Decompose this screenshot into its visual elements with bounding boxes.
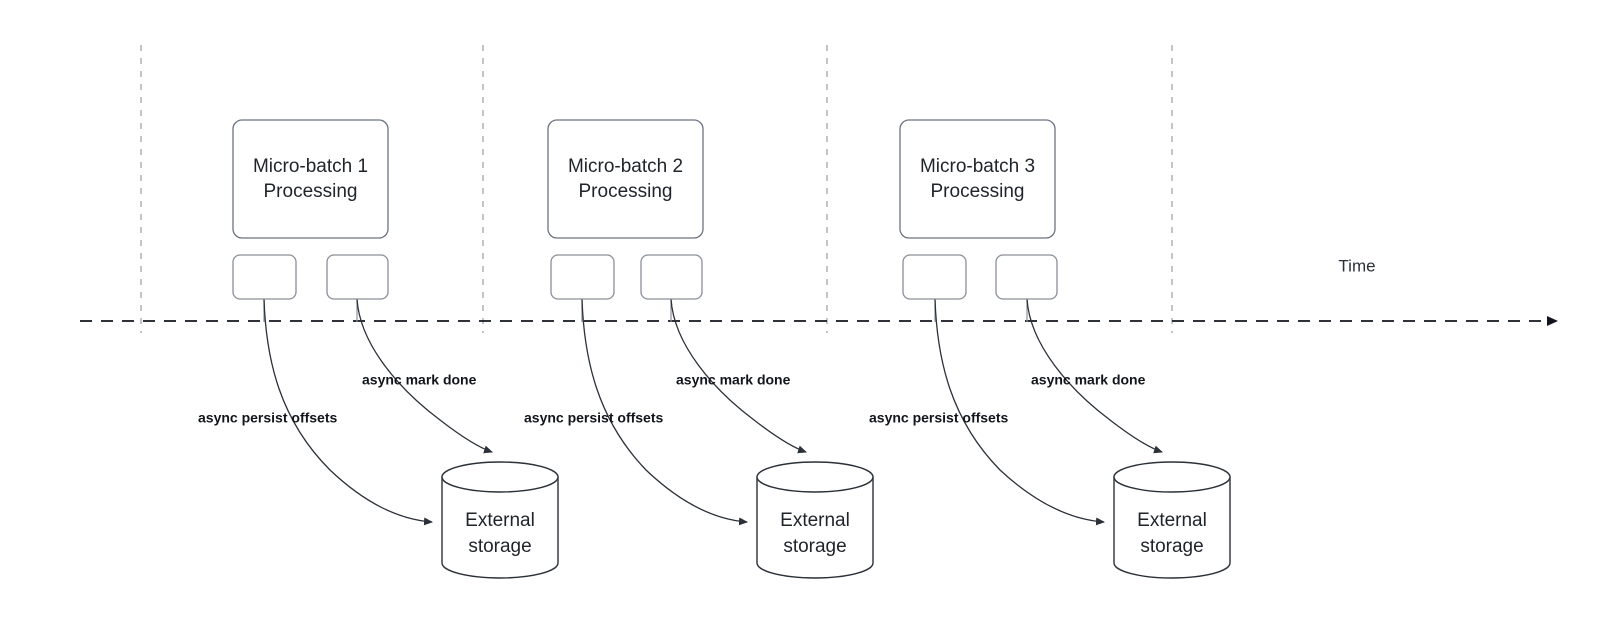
edge-persist-offsets-3: [934, 298, 1105, 526]
edge-label-persist-offsets-1: async persist offsets: [198, 410, 337, 426]
time-axis-label: Time: [1338, 256, 1375, 275]
edge-mark-done-1: [356, 298, 493, 454]
process-box-2-label-line1: Micro-batch 2: [568, 156, 683, 177]
storage-cylinder-body-3: [1113, 476, 1231, 579]
small-box-3b[interactable]: [995, 254, 1058, 300]
external-storage-1-label-line1: External: [465, 510, 535, 531]
process-box-1[interactable]: [232, 119, 389, 239]
boundary-lines: [140, 45, 1173, 333]
external-storage-2-label-line2: storage: [783, 536, 846, 557]
micro-batch-group-2: Micro-batch 2 Processing External storag…: [524, 119, 874, 579]
storage-cylinder-body-1: [441, 476, 559, 579]
external-storage-3[interactable]: External storage: [1113, 461, 1231, 579]
small-box-2b[interactable]: [640, 254, 703, 300]
external-storage-2-label-line1: External: [780, 510, 850, 531]
micro-batch-group-1: Micro-batch 1 Processing External storag…: [198, 119, 559, 579]
external-storage-3-label-line2: storage: [1140, 536, 1203, 557]
edge-label-persist-offsets-2: async persist offsets: [524, 410, 663, 426]
process-box-2[interactable]: [547, 119, 704, 239]
storage-cylinder-top-1: [441, 461, 559, 493]
storage-cylinder-body-2: [756, 476, 874, 579]
edge-persist-offsets-1: [263, 298, 433, 526]
edge-persist-offsets-2: [581, 298, 748, 526]
storage-cylinder-top-2: [756, 461, 874, 493]
edge-label-persist-offsets-3: async persist offsets: [869, 410, 1008, 426]
storage-cylinder-top-3: [1113, 461, 1231, 493]
small-box-2a[interactable]: [550, 254, 615, 300]
process-box-3[interactable]: [899, 119, 1056, 239]
edge-label-mark-done-2: async mark done: [676, 372, 791, 388]
small-box-3a[interactable]: [902, 254, 967, 300]
edge-label-mark-done-1: async mark done: [362, 372, 477, 388]
process-box-1-label-line1: Micro-batch 1: [253, 156, 368, 177]
process-box-2-label-line2: Processing: [579, 181, 673, 202]
external-storage-2[interactable]: External storage: [756, 461, 874, 579]
edge-mark-done-2: [670, 298, 807, 454]
time-axis: Time: [80, 256, 1558, 326]
small-box-1a[interactable]: [232, 254, 297, 300]
external-storage-1-label-line2: storage: [468, 536, 531, 557]
micro-batch-group-3: Micro-batch 3 Processing External storag…: [869, 119, 1231, 579]
process-box-3-label-line1: Micro-batch 3: [920, 156, 1035, 177]
process-box-1-label-line2: Processing: [264, 181, 358, 202]
edge-mark-done-3: [1026, 298, 1163, 454]
small-box-1b[interactable]: [326, 254, 389, 300]
external-storage-1[interactable]: External storage: [441, 461, 559, 579]
edge-label-mark-done-3: async mark done: [1031, 372, 1146, 388]
external-storage-3-label-line1: External: [1137, 510, 1207, 531]
process-box-3-label-line2: Processing: [931, 181, 1025, 202]
